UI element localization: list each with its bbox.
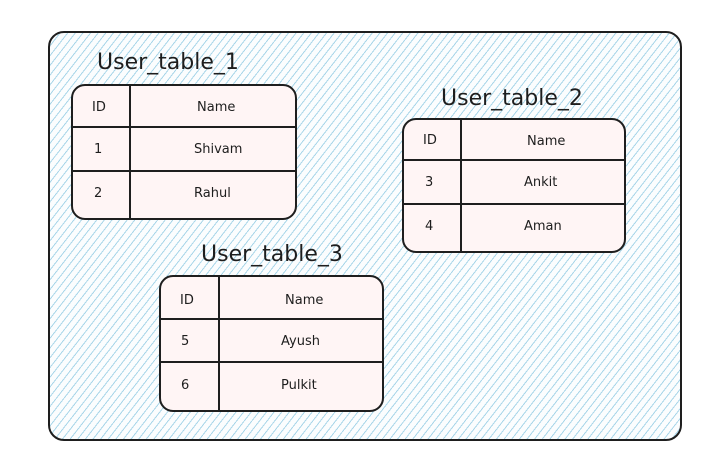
row-divider bbox=[161, 318, 382, 320]
table-3-title: User_table_3 bbox=[201, 242, 343, 267]
row-divider bbox=[404, 203, 624, 205]
database-container: User_table_1 ID Name 1 Shivam 2 Rahul Us… bbox=[48, 31, 682, 441]
cell-name: Ayush bbox=[281, 334, 320, 349]
header-name: Name bbox=[285, 293, 324, 308]
cell-name: Rahul bbox=[194, 186, 231, 201]
column-divider bbox=[129, 86, 131, 218]
cell-id: 4 bbox=[425, 219, 434, 234]
header-name: Name bbox=[527, 134, 566, 149]
header-id: ID bbox=[92, 100, 106, 115]
cell-name: Aman bbox=[524, 219, 562, 234]
cell-id: 2 bbox=[94, 186, 103, 201]
column-divider bbox=[460, 120, 462, 251]
cell-name: Shivam bbox=[194, 142, 243, 157]
table-2[interactable]: ID Name 3 Ankit 4 Aman bbox=[402, 118, 626, 253]
cell-id: 6 bbox=[181, 378, 190, 393]
column-divider bbox=[218, 277, 220, 410]
cell-name: Ankit bbox=[524, 175, 558, 190]
row-divider bbox=[404, 159, 624, 161]
table-3[interactable]: ID Name 5 Ayush 6 Pulkit bbox=[159, 275, 384, 412]
cell-id: 3 bbox=[425, 175, 434, 190]
header-id: ID bbox=[423, 133, 437, 148]
cell-id: 5 bbox=[181, 334, 190, 349]
row-divider bbox=[73, 170, 295, 172]
table-1[interactable]: ID Name 1 Shivam 2 Rahul bbox=[71, 84, 297, 220]
table-1-title: User_table_1 bbox=[97, 50, 239, 75]
cell-id: 1 bbox=[94, 142, 103, 157]
header-id: ID bbox=[180, 293, 194, 308]
row-divider bbox=[161, 361, 382, 363]
cell-name: Pulkit bbox=[281, 378, 317, 393]
row-divider bbox=[73, 126, 295, 128]
table-2-title: User_table_2 bbox=[441, 86, 583, 111]
header-name: Name bbox=[197, 100, 236, 115]
